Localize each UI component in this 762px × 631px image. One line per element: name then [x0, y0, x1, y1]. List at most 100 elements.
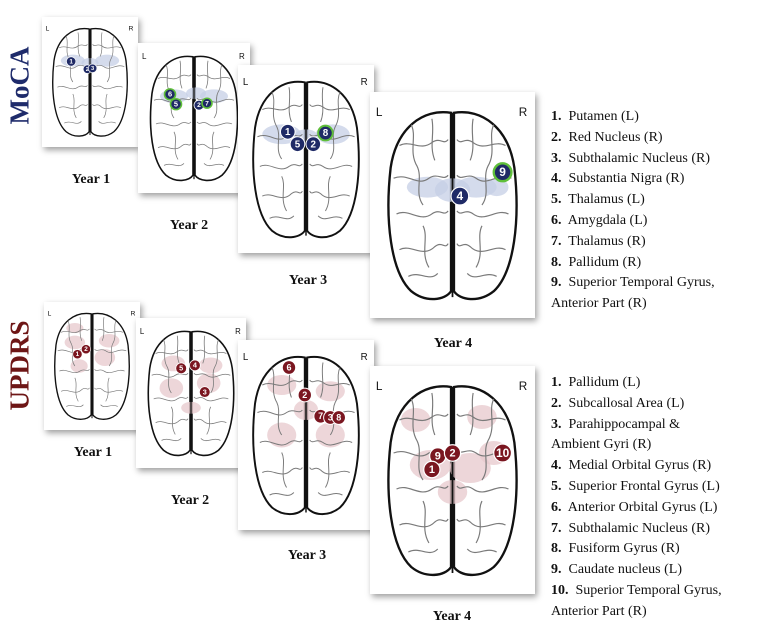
- legend-item: Ambient Gyri (R): [551, 435, 722, 456]
- legend-item: 9. Caudate nucleus (L): [551, 560, 722, 581]
- hemisphere-right-label: R: [129, 26, 134, 33]
- hemisphere-left-label: L: [45, 26, 49, 33]
- hemisphere-right-label: R: [519, 105, 528, 119]
- hemisphere-right-label: R: [131, 311, 136, 318]
- legend-text: Red Nucleus (R): [561, 129, 663, 145]
- region-marker-label: 9: [435, 450, 441, 462]
- brain-sulci: [153, 60, 235, 167]
- activation-blob: [315, 422, 345, 448]
- legend-text: Subcallosal Area (L): [561, 395, 685, 411]
- region-marker: 4: [450, 186, 470, 206]
- region-marker: 3: [87, 63, 98, 73]
- brain-svg: L R 4 9: [376, 105, 528, 301]
- legend-number: 9.: [551, 562, 562, 578]
- legend-number: 7.: [551, 233, 562, 249]
- legend-item: 6. Amygdala (L): [551, 211, 715, 232]
- legend-text: Thalamus (L): [561, 192, 645, 208]
- updrs-year4-label: Year 4: [432, 609, 472, 624]
- region-marker: 1: [72, 349, 83, 360]
- legend-number: 2.: [551, 129, 562, 145]
- legend-number: 3.: [551, 150, 562, 166]
- region-marker-label: 9: [499, 165, 506, 179]
- moca-year1-label: Year 1: [71, 172, 111, 187]
- hemisphere-right-label: R: [239, 52, 245, 61]
- updrs-year2-label: Year 2: [170, 493, 210, 508]
- moca-year2-label: Year 2: [169, 218, 209, 233]
- moca-year4-panel: L R 4 9: [370, 92, 535, 318]
- region-marker-label: 5: [179, 364, 183, 373]
- legend-item: 8. Fusiform Gyrus (R): [551, 539, 722, 560]
- legend-text: Thalamus (R): [561, 233, 646, 249]
- region-marker-label: 1: [76, 351, 80, 358]
- region-marker-label: 3: [328, 412, 333, 422]
- legend-number: 4.: [551, 458, 562, 474]
- region-marker-label: 10: [496, 446, 510, 460]
- activation-blob: [267, 422, 297, 448]
- legend-text: Superior Temporal Gyrus,: [568, 582, 722, 598]
- region-marker: 1: [280, 123, 296, 140]
- legend-item: 7. Subthalamic Nucleus (R): [551, 519, 722, 540]
- legend-item: 5. Superior Frontal Gyrus (L): [551, 477, 722, 498]
- region-marker: 1: [66, 56, 77, 67]
- hemisphere-right-label: R: [361, 77, 368, 88]
- activation-blob: [449, 453, 491, 483]
- activation-blob: [186, 87, 206, 100]
- brain-sulci: [393, 392, 512, 554]
- region-marker-label: 1: [69, 58, 73, 65]
- legend-text: Medial Orbital Gyrus (R): [561, 458, 712, 474]
- legend-number: 5.: [551, 478, 562, 494]
- legend-text: Fusiform Gyrus (R): [561, 541, 680, 557]
- region-marker-label: 2: [302, 390, 307, 400]
- legend-text: Superior Temporal Gyrus,: [561, 275, 715, 291]
- legend-item: 9. Superior Temporal Gyrus,: [551, 273, 715, 294]
- region-marker-label: 2: [86, 67, 89, 73]
- legend-item: 6. Anterior Orbital Gyrus (L): [551, 498, 722, 519]
- legend-item: 1. Putamen (L): [551, 107, 715, 128]
- legend-number: 6.: [551, 499, 562, 515]
- legend-item: 1. Pallidum (L): [551, 373, 722, 394]
- activation-blob: [98, 334, 120, 348]
- brain-sulci: [151, 335, 231, 442]
- region-marker-label: 2: [449, 447, 455, 459]
- activation-blob: [66, 323, 84, 334]
- region-marker: 5: [289, 136, 306, 153]
- region-marker: 9: [492, 162, 513, 183]
- region-marker-label: 2: [311, 139, 317, 150]
- updrs-year1-label: Year 1: [73, 445, 113, 460]
- activation-blob: [70, 359, 88, 373]
- activation-blob: [484, 178, 509, 197]
- hemisphere-right-label: R: [519, 379, 528, 393]
- legend-text: Superior Frontal Gyrus (L): [561, 478, 720, 494]
- region-marker: 2: [443, 444, 462, 462]
- legend-text: Amygdala (L): [561, 212, 648, 228]
- region-marker: 6: [281, 360, 297, 375]
- legend-text: Anterior Orbital Gyrus (L): [561, 499, 718, 515]
- region-marker-label: 3: [91, 66, 94, 72]
- legend-item: 7. Thalamus (R): [551, 232, 715, 253]
- brain-sulci: [57, 317, 127, 407]
- legend-text: Pallidum (L): [561, 375, 641, 390]
- legend-item: 4. Substantia Nigra (R): [551, 169, 715, 190]
- brain-outline: [52, 27, 128, 137]
- brain-outline: [387, 385, 518, 577]
- legend-number: 4.: [551, 171, 562, 187]
- region-marker: 7: [201, 97, 213, 109]
- brain-outline: [252, 80, 360, 239]
- legend-item: 4. Medial Orbital Gyrus (R): [551, 456, 722, 477]
- region-marker: 5: [169, 97, 183, 111]
- hemisphere-left-label: L: [376, 105, 383, 119]
- brain-sulci: [393, 118, 512, 278]
- region-marker: 4: [189, 359, 201, 372]
- region-marker-label: 1: [285, 127, 291, 138]
- region-marker: 2: [305, 136, 322, 153]
